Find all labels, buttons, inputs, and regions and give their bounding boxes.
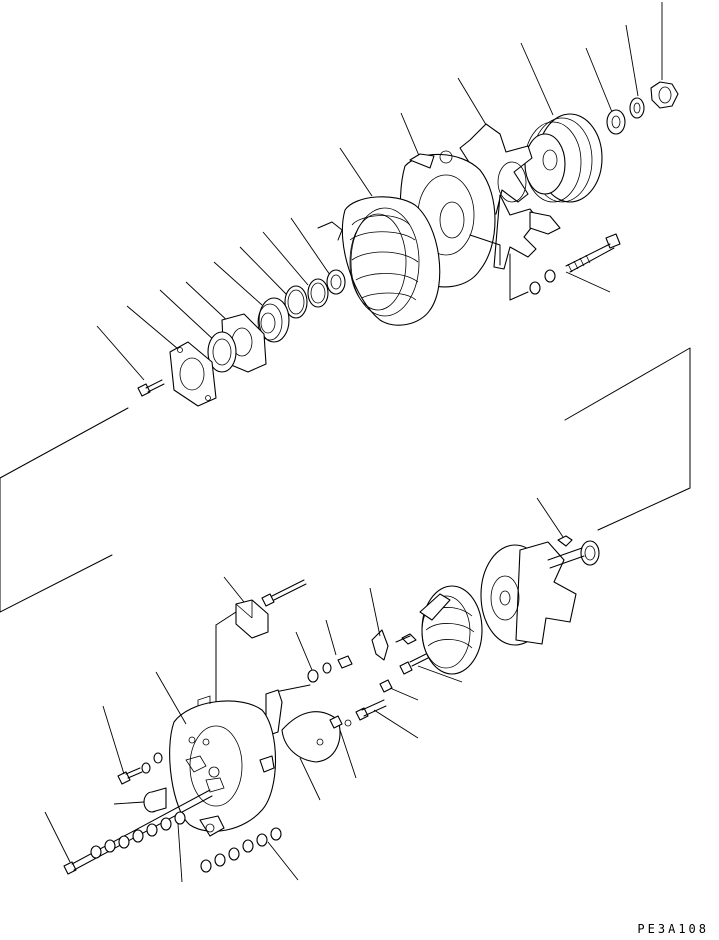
assembly-guide-lines [0, 253, 691, 715]
through-bolt-part [529, 233, 621, 295]
bearing-cover-part [169, 341, 217, 407]
oil-seal-part [207, 331, 237, 373]
regulator-part [265, 689, 357, 801]
cover-screw-part [137, 379, 165, 397]
rotor-washer-part [580, 540, 600, 566]
spring-washer-part [629, 97, 645, 119]
leader-lines-upper [96, 2, 663, 381]
bearing-part [257, 297, 290, 343]
screw-parts-left [102, 705, 163, 785]
key-part [536, 497, 573, 547]
nut-part [650, 81, 679, 109]
terminal-nut-set-part [90, 811, 299, 883]
rotor-part [480, 541, 585, 646]
rear-bracket-part [155, 671, 276, 837]
snap-ring-parts [284, 278, 329, 319]
flat-washer-part [606, 109, 626, 135]
terminal-clip-part [369, 587, 417, 661]
drawing-code: PE3A108 [637, 922, 709, 936]
pulley-part [524, 113, 603, 203]
spacer-collar-part [326, 269, 346, 295]
terminal-bolt-parts [355, 653, 463, 739]
stator-part [317, 196, 441, 326]
brush-holder-part [223, 576, 307, 639]
insulator-bushing-part [113, 787, 167, 813]
washer-parts-middle [295, 619, 353, 683]
rectifier-holder-part [419, 585, 483, 675]
